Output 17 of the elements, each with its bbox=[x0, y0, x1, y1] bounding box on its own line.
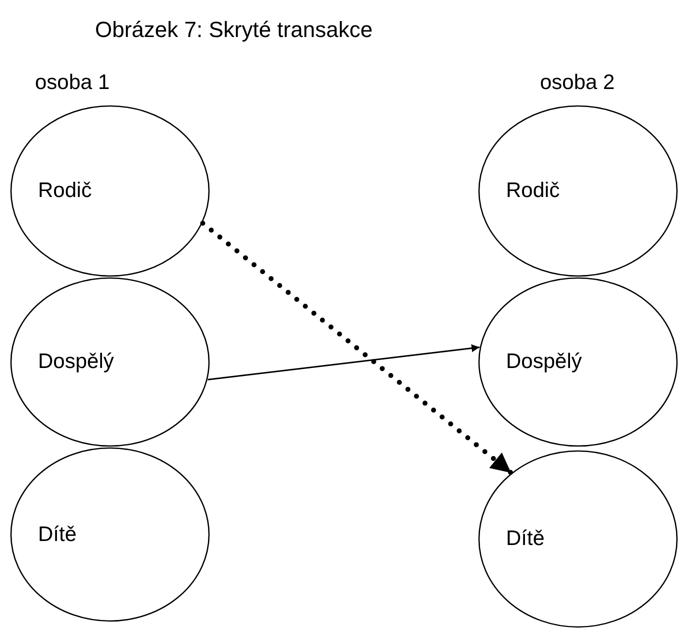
arrow bbox=[208, 344, 480, 380]
column-heading: osoba 1 bbox=[35, 70, 110, 96]
node-label: Rodič bbox=[38, 178, 92, 204]
circle bbox=[10, 277, 210, 447]
node-label: Dospělý bbox=[506, 349, 582, 375]
circle bbox=[10, 447, 210, 622]
node-label: Rodič bbox=[506, 178, 560, 204]
column-heading: osoba 2 bbox=[540, 70, 615, 96]
circle bbox=[478, 105, 678, 277]
circle bbox=[478, 450, 678, 628]
arrow bbox=[200, 220, 514, 476]
circle bbox=[478, 277, 678, 447]
node-label: Dítě bbox=[506, 526, 545, 552]
diagram-title: Obrázek 7: Skryté transakce bbox=[95, 16, 373, 44]
node-label: Dospělý bbox=[38, 349, 114, 375]
circle bbox=[10, 105, 210, 277]
node-label: Dítě bbox=[38, 522, 77, 548]
